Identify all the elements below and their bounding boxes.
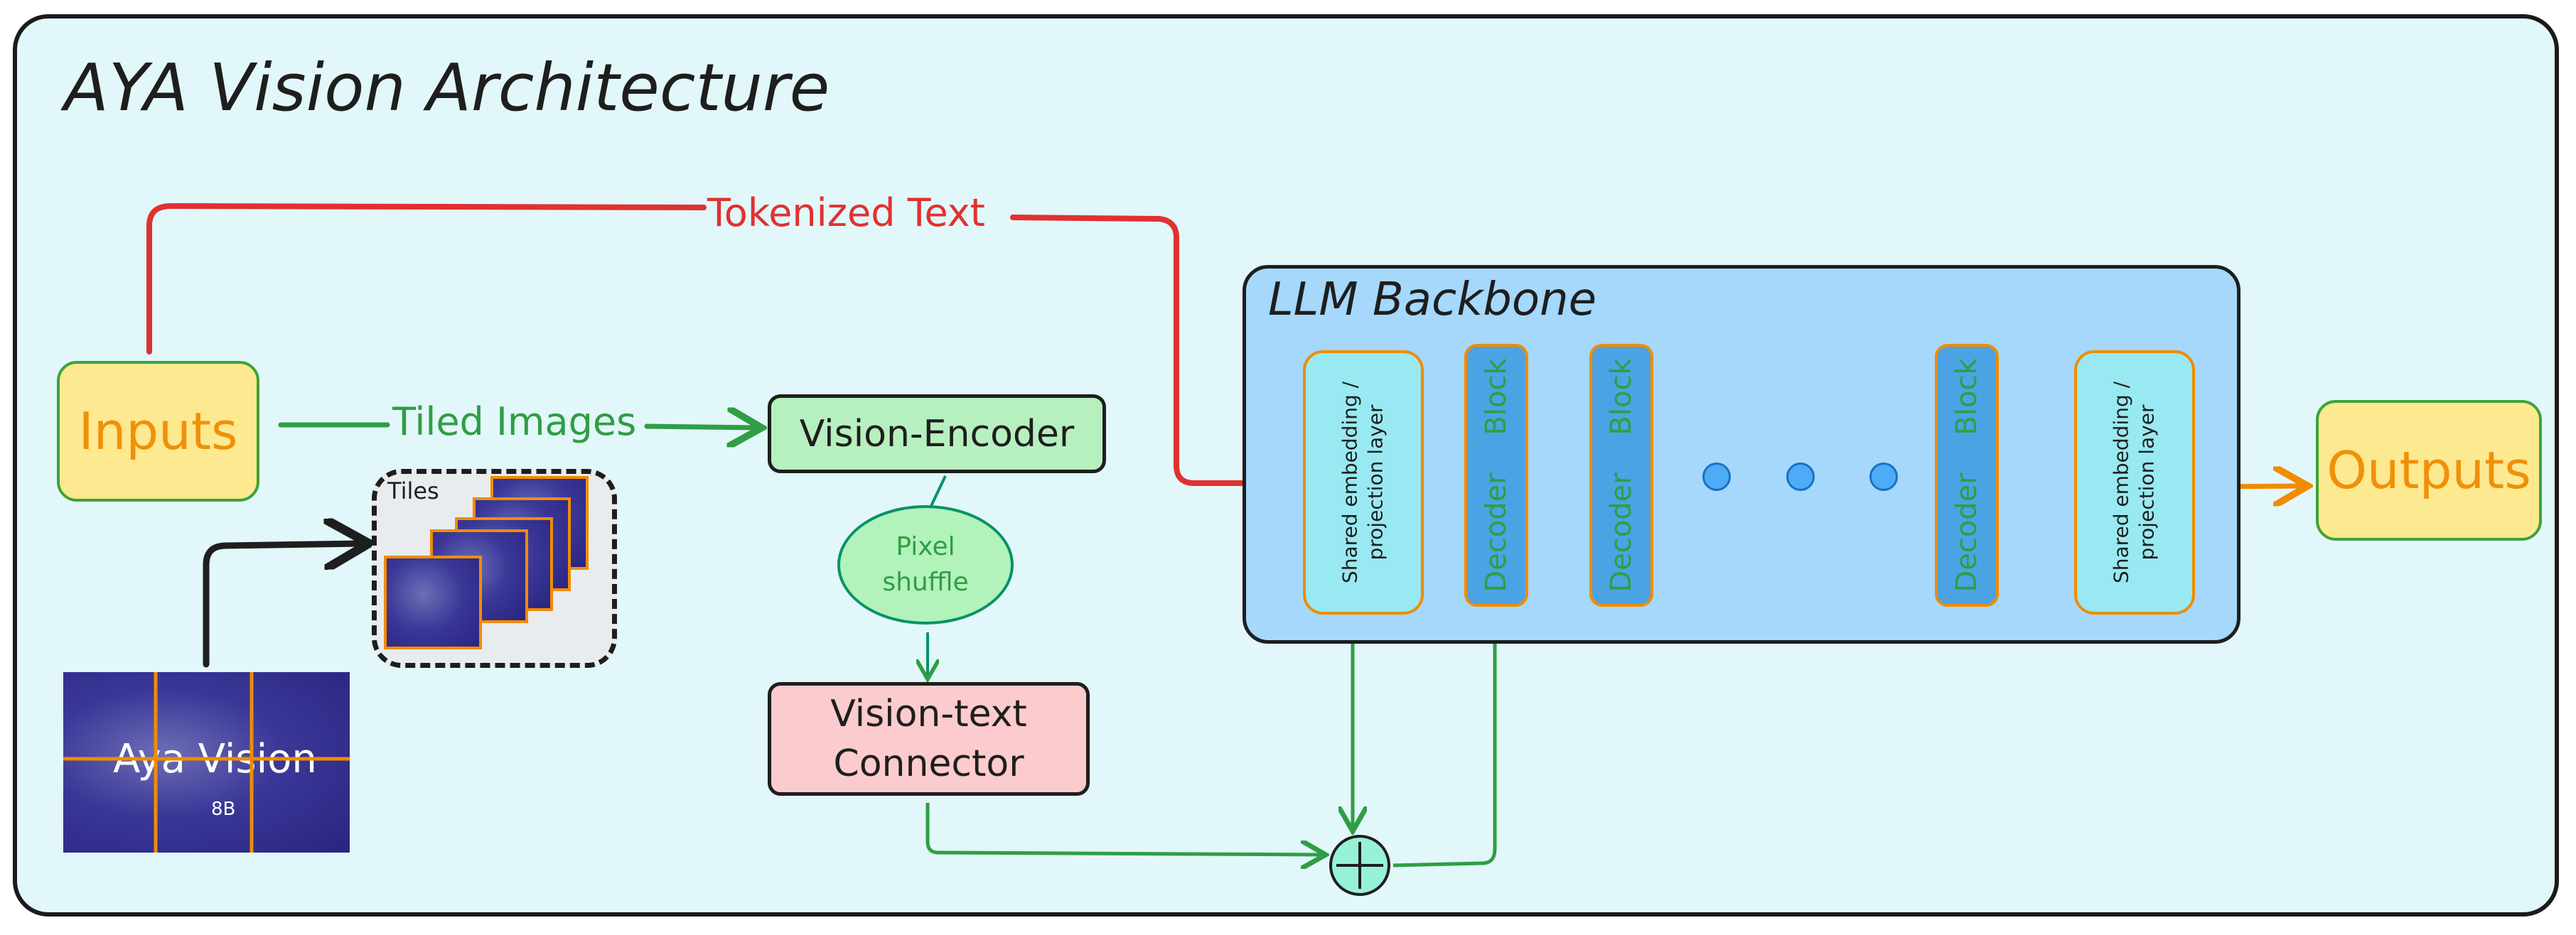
decoder-block-label: Decoder Block xyxy=(1480,358,1513,593)
inputs-node: Inputs xyxy=(57,361,259,502)
edge-tokenized-text xyxy=(146,202,1294,483)
image-size-text: 8B xyxy=(211,799,236,820)
edge-plus-decoder xyxy=(1392,615,1495,868)
edge-label-tiled-images: Tiled Images xyxy=(392,399,637,444)
ellipsis-dot xyxy=(1702,463,1731,491)
tile-image xyxy=(384,556,482,649)
outputs-label: Outputs xyxy=(2327,441,2531,500)
pixel-shuffle-label-line2: shuffle xyxy=(882,568,969,597)
edge-tiled-images-right xyxy=(644,426,757,428)
tiles-label: Tiles xyxy=(387,477,439,504)
edge-encoder-shuffle xyxy=(930,475,947,507)
llm-backbone-label: LLM Backbone xyxy=(1268,274,1596,326)
projection-label-line2: projection layer xyxy=(1364,404,1388,561)
projection-label-line1: Shared embedding / xyxy=(1338,381,1362,584)
vision-encoder-label: Vision-Encoder xyxy=(799,412,1075,455)
pixel-shuffle-node: Pixel shuffle xyxy=(837,505,1014,625)
ellipsis-dot xyxy=(1786,463,1815,491)
vision-encoder-node: Vision-Encoder xyxy=(768,394,1106,473)
inputs-label: Inputs xyxy=(78,401,238,461)
plus-icon xyxy=(1336,842,1383,889)
edge-connector-plus xyxy=(925,803,1322,855)
projection-layer-output: Shared embedding / projection layer xyxy=(2074,350,2195,615)
input-image: Aya Vision 8B xyxy=(63,672,350,853)
decoder-block: Decoder Block xyxy=(1464,344,1528,607)
tile-grid-overlay xyxy=(63,672,350,853)
connector-label-line1: Vision-text xyxy=(830,692,1027,735)
add-operator xyxy=(1329,835,1390,896)
pixel-shuffle-label-line1: Pixel xyxy=(896,531,955,561)
edge-image-tiles xyxy=(203,544,363,668)
decoder-block: Decoder Block xyxy=(1589,344,1653,607)
vision-text-connector-node: Vision-text Connector xyxy=(768,682,1090,796)
projection-label-line1: Shared embedding / xyxy=(2109,381,2133,584)
connector-label-line2: Connector xyxy=(833,742,1024,785)
outputs-node: Outputs xyxy=(2316,400,2542,541)
projection-layer-input: Shared embedding / projection layer xyxy=(1303,350,1424,615)
diagram-title: AYA Vision Architecture xyxy=(64,50,830,126)
edge-label-tokenized-text: Tokenized Text xyxy=(707,190,985,235)
decoder-block-label: Decoder Block xyxy=(1605,358,1638,593)
projection-label-line2: projection layer xyxy=(2135,404,2159,561)
decoder-block: Decoder Block xyxy=(1935,344,1999,607)
decoder-block-label: Decoder Block xyxy=(1950,358,1983,593)
ellipsis-dot xyxy=(1869,463,1898,491)
